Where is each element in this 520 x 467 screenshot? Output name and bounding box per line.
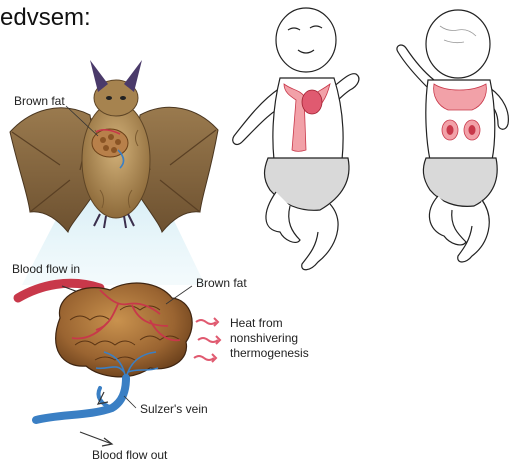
label-brown-fat-bat: Brown fat — [14, 94, 65, 108]
infant-front-right-leg — [302, 204, 338, 270]
infant-back-diaper — [423, 158, 497, 206]
infant-front-head — [276, 8, 336, 72]
infant-back-right-leg — [458, 200, 489, 262]
brown-fat-organ — [56, 283, 193, 377]
infant-front-fat-center — [302, 90, 322, 114]
label-heat-line3: thermogenesis — [230, 346, 309, 360]
label-blood-flow-out: Blood flow out — [92, 448, 167, 462]
label-brown-fat-organ: Brown fat — [196, 276, 247, 290]
bat-brown-fat-patch — [92, 129, 128, 157]
infant-front-torso — [273, 78, 343, 160]
infant-front-illustration — [233, 8, 359, 270]
label-blood-flow-in: Blood flow in — [12, 262, 80, 276]
heat-arrows — [194, 318, 220, 362]
label-heat-line1: Heat from — [230, 316, 283, 330]
bat-body — [82, 102, 150, 218]
sulzers-vein — [36, 378, 126, 420]
infant-back-head — [426, 10, 490, 78]
brown-fat-organ-illustration — [18, 283, 220, 446]
infant-back-illustration — [397, 10, 508, 262]
label-heat-line2: nonshivering — [230, 331, 298, 345]
label-sulzers-vein: Sulzer's vein — [140, 402, 208, 416]
